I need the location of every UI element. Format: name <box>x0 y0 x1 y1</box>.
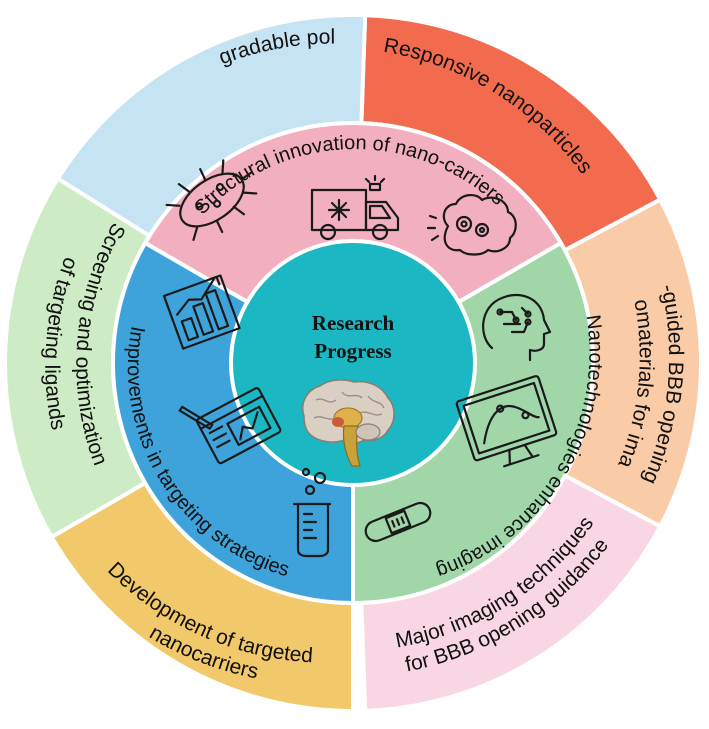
ambulance-icon <box>310 174 400 241</box>
center-title-line1: Research <box>312 311 395 335</box>
center-title-line2: Progress <box>314 339 391 363</box>
bandage-icon <box>364 501 432 543</box>
beaker-icon <box>292 467 332 558</box>
brain-gears-icon <box>426 194 517 256</box>
monitor-graph-icon <box>455 375 558 468</box>
brain-icon <box>302 379 395 467</box>
tablet-chart-icon <box>178 387 282 465</box>
center-circle <box>229 239 477 487</box>
bacteria-icon <box>165 159 258 241</box>
bar-chart-icon <box>162 274 241 350</box>
inner-ring <box>111 121 595 606</box>
head-circuit-icon <box>482 293 552 362</box>
